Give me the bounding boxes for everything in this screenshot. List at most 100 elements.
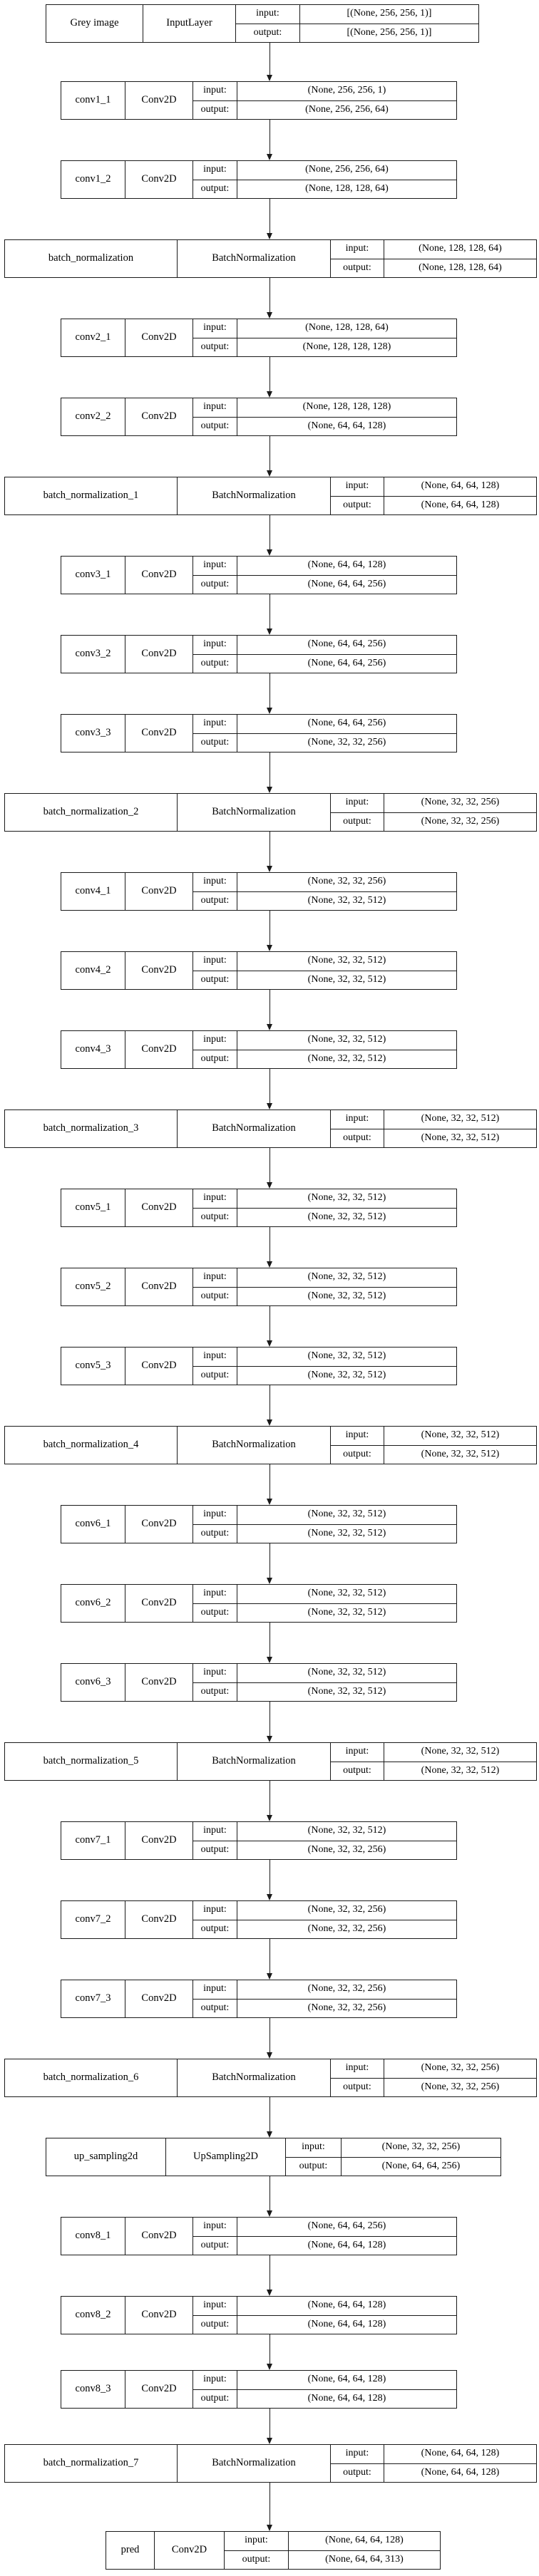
layer-input-row: input:(None, 32, 32, 512) — [193, 1031, 456, 1050]
layer-type: Conv2D — [125, 1348, 193, 1385]
layer-type: Conv2D — [125, 2218, 193, 2255]
layer-input-shape: (None, 32, 32, 512) — [307, 1192, 386, 1204]
layer-io-table: input:(None, 32, 32, 512)output:(None, 3… — [193, 1585, 456, 1622]
layer-input-label: input: — [193, 319, 237, 338]
layer-output-label: output: — [193, 1524, 237, 1543]
layer-input-row: input:(None, 64, 64, 256) — [193, 715, 456, 734]
layer-output-row: output:(None, 128, 128, 128) — [193, 338, 456, 356]
layer-io-table: input:(None, 32, 32, 512)output:(None, 3… — [193, 1268, 456, 1305]
edge-arrowhead-icon — [267, 1973, 272, 1980]
edge-arrowhead-icon — [267, 312, 272, 319]
edge-arrowhead-icon — [267, 1815, 272, 1821]
layer-input-row: input:(None, 32, 32, 256) — [193, 1980, 456, 2000]
layer-io-table: input:(None, 32, 32, 512)output:(None, 3… — [193, 1031, 456, 1068]
layer-input-label: input: — [193, 715, 237, 733]
layer-output-shape: (None, 128, 128, 64) — [419, 262, 502, 273]
layer-io-table: input:(None, 32, 32, 512)output:(None, 3… — [193, 952, 456, 989]
layer-output-shape: (None, 32, 32, 512) — [307, 973, 386, 985]
layer-type: BatchNormalization — [178, 1110, 331, 1147]
layer-input-row: input:(None, 64, 64, 128) — [193, 2371, 456, 2390]
layer-input-row: input:(None, 32, 32, 256) — [331, 2059, 536, 2079]
layer-output-row: output:(None, 32, 32, 512) — [193, 1682, 456, 1701]
layer-input-row: input: (None, 256, 256, 1) — [193, 82, 456, 101]
layer-name: conv8_3 — [61, 2371, 125, 2408]
layer-input-shape: (None, 32, 32, 512) — [307, 1588, 386, 1599]
layer-input-shape: (None, 64, 64, 128) — [307, 2374, 386, 2385]
layer-io-table: input:(None, 32, 32, 512)output:(None, 3… — [331, 1110, 536, 1147]
layer-output-label: output: — [193, 338, 237, 356]
layer-input-label: input: — [286, 2138, 342, 2157]
edge-arrowhead-icon — [267, 2131, 272, 2138]
layer-output-row: output: (None, 32, 32, 512) — [193, 1524, 456, 1543]
layer-input-shape: (None, 64, 64, 256) — [307, 638, 386, 650]
layer-input-shape: (None, 128, 128, 64) — [419, 243, 502, 254]
layer-input-row: input:(None, 64, 64, 128) — [225, 2532, 440, 2551]
layer-input-label: input: — [236, 5, 300, 24]
layer-type: BatchNormalization — [178, 2445, 331, 2482]
edge-arrowhead-icon — [267, 75, 272, 81]
layer-output-row: output:(None, 32, 32, 256) — [193, 1841, 456, 1859]
layer-type: Conv2D — [125, 1031, 193, 1068]
layer-output-row: output:(None, 64, 64, 128) — [193, 2315, 456, 2334]
layer-type: UpSampling2D — [166, 2138, 286, 2176]
layer-name: conv7_3 — [61, 1980, 125, 2017]
layer-type: Conv2D — [125, 1980, 193, 2017]
layer-io-table: input: (None, 64, 64, 256) output:(None, 6… — [193, 2218, 456, 2255]
layer-input-label: input: — [193, 82, 237, 100]
layer-input-row: input:(None, 256, 256, 64) — [193, 161, 456, 180]
layer-io-table: input: (None, 32, 32, 256) output:(None, 6… — [286, 2138, 500, 2176]
layer-output-shape: (None, 32, 32, 512) — [307, 1527, 386, 1538]
layer-name: conv5_2 — [61, 1268, 125, 1305]
layer-output-shape: (None, 32, 32, 256) — [421, 815, 500, 827]
layer-output-row: output:[(None, 256, 256, 1)] — [236, 24, 478, 42]
layer-input-shape: (None, 256, 256, 1) — [307, 85, 386, 96]
layer-output-shape: (None, 64, 64, 128) — [421, 2466, 500, 2478]
layer-type: BatchNormalization — [178, 240, 331, 277]
layer-input-shape: (None, 64, 64, 256) — [307, 2220, 386, 2232]
layer-output-shape: (None, 32, 32, 256) — [307, 1923, 386, 1934]
layer-output-shape: (None, 32, 32, 512) — [307, 1290, 386, 1301]
layer-input-shape: (None, 32, 32, 256) — [307, 1904, 386, 1915]
edge-arrowhead-icon — [267, 1419, 272, 1426]
layer-io-table: input:(None, 32, 32, 512)output:(None, 3… — [193, 1664, 456, 1701]
layer-output-shape: (None, 64, 64, 128) — [307, 2318, 386, 2329]
layer-input-row: input:(None, 64, 64, 256) — [193, 636, 456, 655]
layer-type: Conv2D — [125, 1901, 193, 1938]
layer-input-label: input: — [193, 2218, 237, 2236]
layer-io-table: input:(None, 32, 32, 512)output:(None, 3… — [193, 1348, 456, 1385]
layer-input-row: input:(None, 128, 128, 64) — [331, 240, 536, 259]
layer-name: pred — [106, 2532, 155, 2569]
layer-type: Conv2D — [125, 319, 193, 356]
layer-input-row: input:(None, 128, 128, 128) — [193, 398, 456, 418]
layer-type: BatchNormalization — [178, 794, 331, 831]
layer-input-row: input:[(None, 256, 256, 1)] — [236, 5, 478, 24]
layer-name: up_sampling2d — [46, 2138, 166, 2176]
layer-output-label: output: — [286, 2157, 342, 2176]
edge-arrowhead-icon — [267, 708, 272, 714]
layer-output-row: output:(None, 64, 64, 128) — [193, 2389, 456, 2408]
layer-output-row: output:(None, 64, 64, 128) — [193, 2236, 456, 2255]
layer-name: conv4_1 — [61, 873, 125, 910]
layer-input-row: input: (None, 64, 64, 256) — [193, 2218, 456, 2237]
layer-output-shape: (None, 32, 32, 256) — [307, 2002, 386, 2013]
layer-input-shape: (None, 32, 32, 256) — [381, 2141, 461, 2153]
layer-type: Conv2D — [125, 1268, 193, 1305]
layer-output-label: output: — [193, 100, 237, 119]
layer-input-label: input: — [331, 2445, 384, 2463]
layer-io-table: input:(None, 32, 32, 256)output:(None, 3… — [331, 794, 536, 831]
layer-output-row: output:(None, 32, 32, 256) — [331, 2078, 536, 2096]
layer-output-row: output:(None, 64, 64, 256) — [286, 2157, 500, 2176]
layer-output-shape: [(None, 256, 256, 1)] — [346, 26, 432, 38]
layer-output-label: output: — [331, 1762, 384, 1780]
